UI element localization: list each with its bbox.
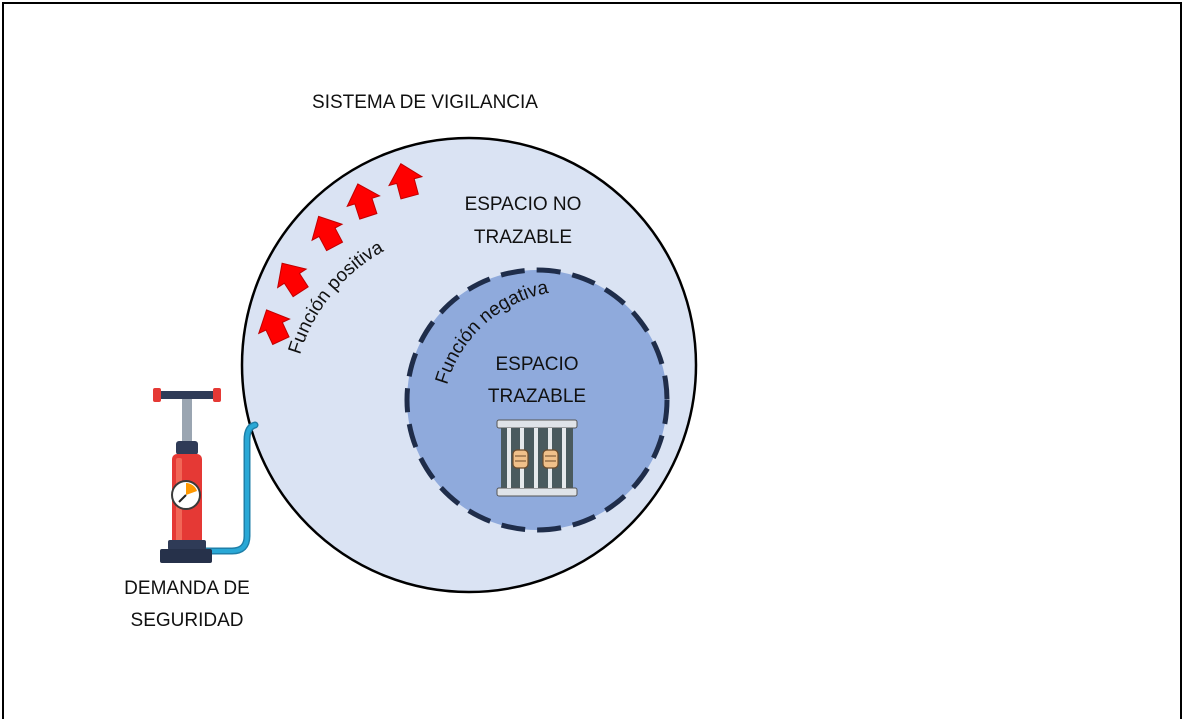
pump-hose-highlight	[201, 423, 257, 553]
diagram-title: SISTEMA DE VIGILANCIA	[312, 92, 538, 113]
pump-label-line1: DEMANDA DE	[124, 578, 250, 599]
traceable-label-line2: TRAZABLE	[488, 386, 586, 407]
jail-icon	[496, 419, 578, 497]
red-arrow-icon	[311, 215, 344, 252]
red-arrow-icon	[346, 183, 381, 220]
traceable-label-line1: ESPACIO	[495, 354, 578, 375]
red-arrow-icon	[276, 262, 309, 298]
pump-label-line2: SEGURIDAD	[131, 610, 244, 631]
non-traceable-label-line1: ESPACIO NO	[465, 194, 582, 215]
air-pump-icon	[153, 388, 221, 563]
red-arrow-icon	[388, 162, 424, 200]
red-arrow-icon	[257, 309, 291, 346]
non-traceable-label-line2: TRAZABLE	[474, 227, 572, 248]
red-arrow-icon	[257, 162, 424, 346]
traceable-space-circle	[404, 267, 670, 533]
